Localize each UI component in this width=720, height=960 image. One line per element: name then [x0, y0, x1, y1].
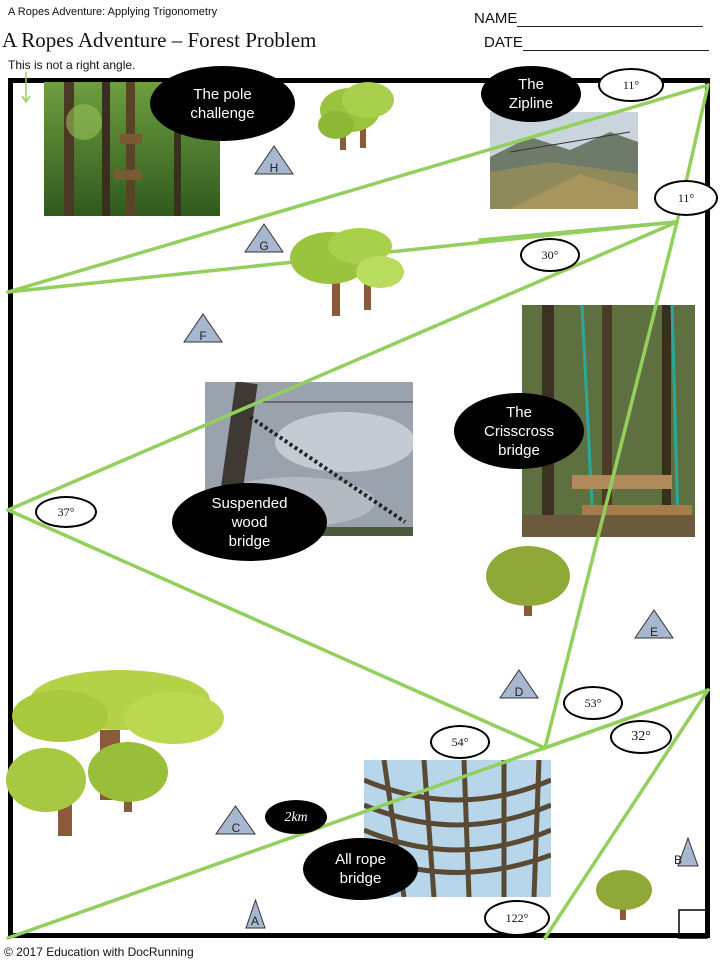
allrope-text-2: bridge: [339, 870, 382, 887]
tree-right: [486, 546, 570, 616]
marker-h-label: H: [270, 161, 279, 175]
zipline-text-2: Zipline: [508, 95, 554, 112]
tree-bottom-right: [596, 870, 652, 920]
suspended-text-2: wood: [231, 513, 268, 531]
line-to-d: [6, 508, 547, 750]
marker-e: [634, 609, 674, 639]
marker-d: [499, 669, 539, 699]
crisscross-text-1: The: [506, 403, 532, 421]
bottom-right-line: [543, 688, 710, 940]
marker-b-label: B: [674, 853, 682, 867]
marker-c-label: C: [232, 821, 241, 835]
crisscross-bridge-line: [543, 220, 679, 750]
angle-122: 122°: [484, 900, 550, 936]
crisscross-text-2: Crisscross: [484, 422, 554, 440]
zipline-line-top: [6, 83, 710, 294]
worksheet-subtitle: A Ropes Adventure: Applying Trigonometry: [8, 6, 218, 18]
zipline-text-1: The: [518, 76, 544, 93]
pole-challenge-callout: The pole challenge: [150, 66, 295, 141]
name-field[interactable]: NAME: [474, 10, 704, 27]
copyright-footer: © 2017 Education with DocRunning: [4, 945, 194, 959]
suspended-text-3: bridge: [228, 532, 271, 550]
all-rope-bridge-callout: All rope bridge: [303, 838, 418, 900]
marker-a: [245, 898, 266, 929]
marker-b: [677, 836, 699, 867]
marker-g: [244, 223, 284, 253]
distance-callout: 2km: [265, 800, 327, 834]
marker-e-label: E: [650, 625, 658, 639]
date-label: DATE: [484, 34, 523, 51]
worksheet-title: A Ropes Adventure – Forest Problem: [2, 28, 317, 52]
allrope-text-1: All rope: [335, 851, 386, 868]
crisscross-text-3: bridge: [498, 441, 540, 459]
tree-top-center: [318, 82, 394, 150]
angle-11-right: 11°: [654, 180, 718, 216]
note-arrow-head: [21, 95, 31, 104]
date-field[interactable]: DATE: [484, 34, 709, 51]
angle-11-top: 11°: [598, 68, 664, 102]
angle-32: 32°: [610, 720, 672, 754]
marker-d-label: D: [515, 685, 524, 699]
marker-g-label: G: [259, 239, 268, 253]
tree-bottom-left: [6, 670, 224, 836]
zipline-photo: [490, 112, 638, 209]
pole-challenge-text: The pole challenge: [190, 85, 255, 122]
name-label: NAME: [474, 10, 518, 27]
all-rope-bridge-line: [6, 688, 710, 940]
angle-37: 37°: [35, 496, 97, 528]
suspended-bridge-line: [6, 220, 679, 512]
right-angle-mark: [678, 909, 708, 939]
marker-f-label: F: [199, 329, 206, 343]
marker-f: [183, 313, 223, 343]
suspended-text-1: Suspended: [211, 494, 288, 512]
angle-53: 53°: [563, 686, 623, 720]
marker-c: [215, 805, 256, 835]
angle-30: 30°: [520, 238, 580, 272]
pole-line-bold: [478, 220, 678, 242]
date-blank[interactable]: [522, 36, 709, 51]
name-blank[interactable]: [517, 12, 704, 27]
tree-middle-left: [290, 228, 404, 316]
not-right-angle-note: This is not a right angle.: [8, 58, 136, 72]
marker-h: [254, 145, 294, 175]
angle-54: 54°: [430, 725, 490, 759]
marker-a-label: A: [251, 914, 259, 928]
